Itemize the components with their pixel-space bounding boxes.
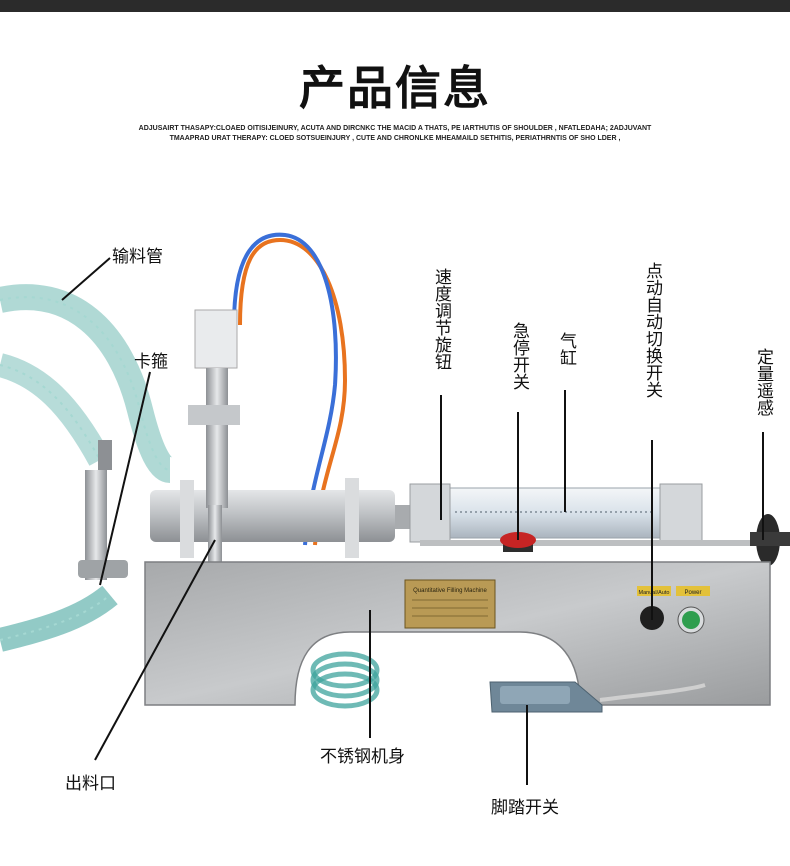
power-button — [682, 611, 700, 629]
label-quantitative-remote: 定量遥感 — [753, 348, 773, 416]
top-bar — [0, 0, 790, 12]
manual-auto-label: Manual/Auto — [639, 590, 670, 596]
valve-actuator — [194, 309, 238, 369]
air-cylinder — [409, 487, 701, 539]
power-label: Power — [684, 590, 701, 596]
label-feed-pipe: 输料管 — [112, 247, 163, 267]
label-outlet: 出料口 — [65, 774, 116, 794]
label-emergency-stop: 急停开关 — [509, 322, 529, 390]
label-stainless-body: 不锈钢机身 — [320, 747, 405, 767]
label-auto-switch: 点动自动切换开关 — [642, 262, 662, 398]
feed-hose — [0, 284, 174, 652]
nameplate-text: Quantitative Filling Machine — [413, 588, 487, 594]
coiled-tubing — [310, 651, 380, 709]
label-cylinder: 气缸 — [556, 332, 576, 366]
label-speed-knob: 速度调节旋钮 — [431, 268, 451, 370]
callout-lines — [61, 257, 764, 785]
inlet-pipe — [85, 470, 107, 580]
page-subtitle: ADJUSAIRT THASAPY:CLOAED OITISIJEINURY, … — [138, 125, 652, 142]
nameplate — [404, 579, 496, 629]
pneumatic-tubes — [232, 232, 348, 546]
label-foot-switch: 脚踏开关 — [491, 798, 559, 818]
label-clamp: 卡箍 — [134, 352, 168, 372]
page-title: 产品信息 — [299, 61, 491, 115]
